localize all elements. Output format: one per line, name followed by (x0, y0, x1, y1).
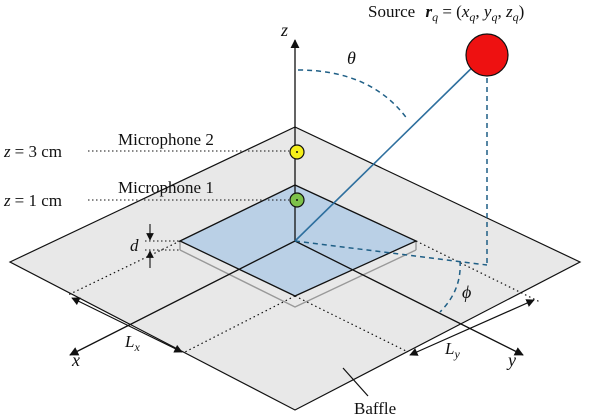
source-label: Source rq = (xq, yq, zq) (368, 2, 524, 24)
mic2-z-symbol: z (3, 142, 11, 161)
z-axis-label: z (280, 20, 288, 40)
phi-label: ϕ (462, 282, 471, 302)
Lx-dimension-line (71, 297, 183, 353)
Lx-sub: x (133, 340, 140, 354)
source-yq: y (482, 2, 492, 21)
mic2-height-value: = 3 cm (15, 142, 62, 161)
mic2-height-label: z= 3 cm (3, 142, 62, 161)
mic1-dot (296, 199, 298, 201)
mic1-height-label: z= 1 cm (3, 191, 62, 210)
Ly-sub: y (453, 347, 460, 361)
mic2-dot (296, 151, 298, 153)
baffle-pointer (342, 367, 369, 397)
source-sphere (465, 33, 509, 77)
Lx-label: Lx (124, 332, 140, 354)
Lx-L: L (124, 332, 134, 351)
theta-label: θ (347, 48, 356, 68)
baffle-label: Baffle (354, 399, 396, 418)
source-ray (294, 54, 486, 242)
mic1-height-value: = 1 cm (15, 191, 62, 210)
plate-thickness-edge (179, 249, 417, 308)
projection-dotted-left-x (67, 240, 181, 296)
source-zq-sub: q (513, 10, 519, 24)
y-axis-label: y (506, 350, 516, 370)
source-close: ) (519, 2, 525, 21)
projection-dotted-right-y (415, 240, 541, 303)
source-r-sub: q (432, 10, 438, 24)
theta-arc (297, 69, 409, 121)
source-comma-1: , (475, 2, 484, 21)
source-equals: = ( (438, 2, 462, 21)
source-yq-sub: q (491, 10, 497, 24)
Ly-label: Ly (444, 339, 460, 361)
source-r-vector: r (425, 2, 432, 21)
projection-dotted-bottom-y (294, 295, 409, 353)
Ly-dimension-line (409, 299, 535, 356)
source-xq: x (461, 2, 470, 21)
source-comma-2: , (497, 2, 506, 21)
source-zq: z (505, 2, 513, 21)
mic1-z-symbol: z (3, 191, 11, 210)
x-axis-label: x (71, 350, 80, 370)
source-xq-sub: q (469, 10, 475, 24)
d-label: d (130, 236, 139, 255)
source-word: Source (368, 2, 415, 21)
Ly-L: L (444, 339, 454, 358)
mic2-label: Microphone 2 (118, 130, 214, 149)
mic1-label: Microphone 1 (118, 178, 214, 197)
phi-arc (439, 260, 461, 313)
